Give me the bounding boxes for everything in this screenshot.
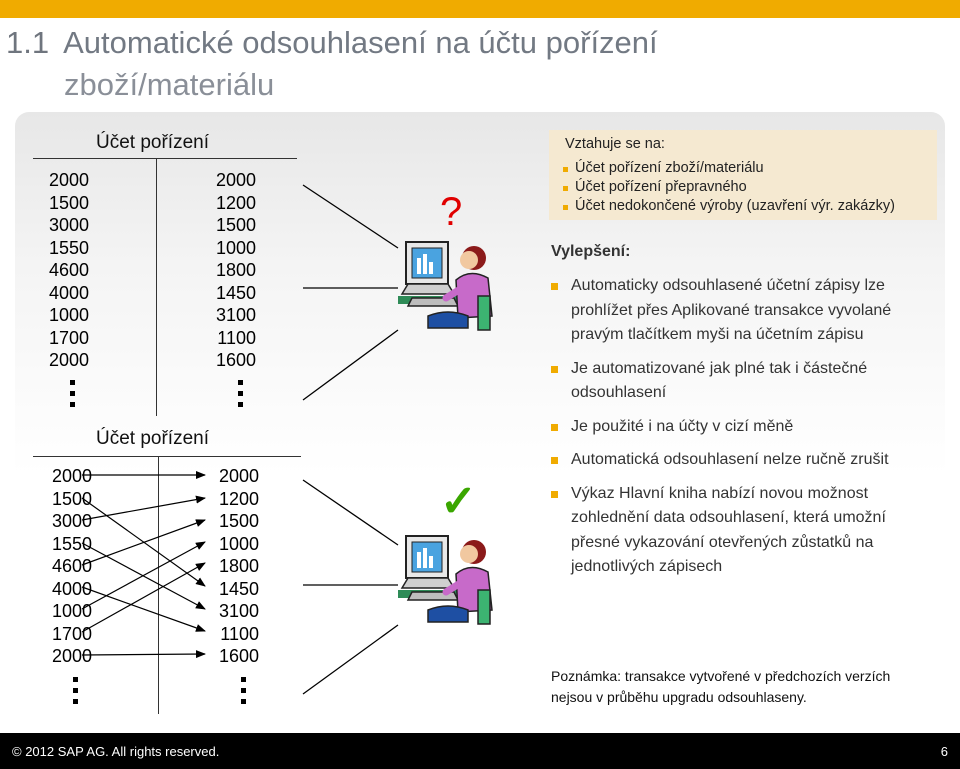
bottom-right-value: 1000 bbox=[218, 533, 259, 554]
improvement-item: Automaticky odsouhlasené účetní zápisy l… bbox=[551, 274, 911, 348]
match-arrow-6 bbox=[81, 586, 206, 632]
top-left-value: 4000 bbox=[49, 282, 90, 303]
improvements-heading: Vylepšení: bbox=[551, 243, 631, 260]
applies-to-item: Účet pořízení zboží/materiálu bbox=[563, 159, 895, 178]
upgrade-note: Poznámka: transakce vytvořené v předchoz… bbox=[551, 668, 891, 705]
title-line-2: zboží/materiálu bbox=[64, 67, 275, 102]
bottom-right-value: 1100 bbox=[220, 623, 259, 644]
top-left-value: 2000 bbox=[49, 170, 90, 190]
top-ledger-right-column: 2000 1200 1500 1000 1800 1450 3100 1100 … bbox=[204, 169, 256, 372]
improvements-list: Automaticky odsouhlasené účetní zápisy l… bbox=[551, 274, 911, 589]
person-at-computer-icon bbox=[398, 241, 493, 331]
improvement-item: Je automatizované jak plné tak i částečn… bbox=[551, 357, 911, 406]
top-right-value: 1100 bbox=[217, 327, 256, 348]
top-ledger-header: Účet pořízení bbox=[96, 132, 209, 153]
connector-line-top-1 bbox=[302, 184, 399, 249]
connector-line-top-3 bbox=[302, 329, 399, 401]
match-arrow-7 bbox=[81, 541, 206, 610]
top-right-value: 1800 bbox=[215, 260, 256, 280]
bottom-ledger-right-column: 2000 1200 1500 1000 1800 1450 3100 1100 … bbox=[207, 465, 259, 668]
top-left-value: 4600 bbox=[49, 260, 90, 280]
top-right-value: 1500 bbox=[215, 215, 256, 235]
bottom-left-value: 1000 bbox=[52, 601, 93, 621]
top-left-ellipsis bbox=[70, 380, 76, 413]
bottom-ledger-vline bbox=[158, 456, 159, 714]
bottom-left-value: 1700 bbox=[52, 623, 93, 644]
top-right-value: 3100 bbox=[215, 305, 256, 325]
bottom-left-value: 3000 bbox=[52, 511, 93, 531]
bottom-ledger-hline bbox=[33, 456, 301, 457]
question-mark-icon: ? bbox=[440, 190, 463, 234]
applies-to-heading: Vztahuje se na: bbox=[565, 136, 665, 152]
applies-to-item: Účet nedokončené výroby (uzavření výr. z… bbox=[563, 197, 895, 216]
top-accent-bar bbox=[0, 0, 960, 18]
top-right-value: 1450 bbox=[215, 282, 256, 303]
section-number: 1.1 bbox=[6, 25, 50, 60]
top-right-ellipsis bbox=[238, 380, 244, 413]
top-ledger-vline bbox=[156, 158, 157, 416]
bottom-left-value: 1500 bbox=[52, 488, 93, 509]
top-left-value: 1000 bbox=[49, 305, 90, 325]
connector-line-bottom-1 bbox=[302, 479, 399, 546]
match-arrow-5 bbox=[81, 519, 206, 566]
bottom-right-value: 1500 bbox=[218, 511, 259, 531]
bottom-right-value: 1600 bbox=[218, 646, 259, 666]
bottom-left-ellipsis bbox=[73, 677, 79, 710]
top-ledger-left-column: 2000 1500 3000 1550 4600 4000 1000 1700 … bbox=[49, 169, 89, 372]
applies-to-list: Účet pořízení zboží/materiálu Účet poříz… bbox=[563, 159, 895, 216]
improvement-item: Výkaz Hlavní kniha nabízí novou možnost … bbox=[551, 482, 911, 580]
bottom-right-value: 1800 bbox=[218, 556, 259, 576]
bottom-left-value: 2000 bbox=[52, 646, 93, 666]
top-right-value: 1200 bbox=[215, 192, 256, 213]
bottom-left-value: 1550 bbox=[52, 533, 93, 554]
top-left-value: 1550 bbox=[49, 237, 90, 258]
footer-bar: © 2012 SAP AG. All rights reserved. 6 bbox=[0, 733, 960, 769]
page-number: 6 bbox=[940, 744, 948, 759]
top-right-value: 1600 bbox=[215, 350, 256, 370]
bottom-left-value: 4000 bbox=[52, 578, 93, 599]
bottom-right-ellipsis bbox=[241, 677, 247, 710]
improvement-item: Je použité i na účty v cizí měně bbox=[551, 415, 911, 440]
bottom-right-value: 3100 bbox=[218, 601, 259, 621]
bottom-ledger-left-column: 2000 1500 3000 1550 4600 4000 1000 1700 … bbox=[52, 465, 92, 668]
top-left-value: 1700 bbox=[49, 327, 90, 348]
match-arrow-3 bbox=[81, 495, 206, 521]
bottom-right-value: 1200 bbox=[218, 488, 259, 509]
title-line-1: Automatické odsouhlasení na účtu pořízen… bbox=[63, 25, 658, 60]
top-right-value: 2000 bbox=[215, 170, 256, 190]
bottom-right-value: 1450 bbox=[218, 578, 259, 599]
top-left-value: 2000 bbox=[49, 350, 90, 370]
top-ledger-hline bbox=[33, 158, 297, 159]
top-left-value: 3000 bbox=[49, 215, 90, 235]
bottom-left-value: 2000 bbox=[52, 466, 93, 486]
top-left-value: 1500 bbox=[49, 192, 90, 213]
bottom-right-value: 2000 bbox=[218, 466, 259, 486]
match-arrow-9 bbox=[81, 650, 206, 659]
match-arrow-8 bbox=[81, 562, 206, 633]
improvement-item: Automatická odsouhlasení nelze ručně zru… bbox=[551, 448, 911, 473]
applies-to-item: Účet pořízení přepravného bbox=[563, 178, 895, 197]
bottom-left-value: 4600 bbox=[52, 556, 93, 576]
applies-to-box: Vztahuje se na: Účet pořízení zboží/mate… bbox=[549, 130, 937, 220]
top-right-value: 1000 bbox=[215, 237, 256, 258]
connector-line-bottom-3 bbox=[302, 624, 399, 695]
slide-title: 1.1 Automatické odsouhlasení na účtu poří… bbox=[6, 22, 926, 106]
copyright-text: © 2012 SAP AG. All rights reserved. bbox=[12, 744, 220, 759]
bottom-ledger-header: Účet pořízení bbox=[96, 428, 209, 449]
check-mark-icon: ✓ bbox=[440, 477, 477, 526]
person-at-computer-icon bbox=[398, 535, 493, 625]
